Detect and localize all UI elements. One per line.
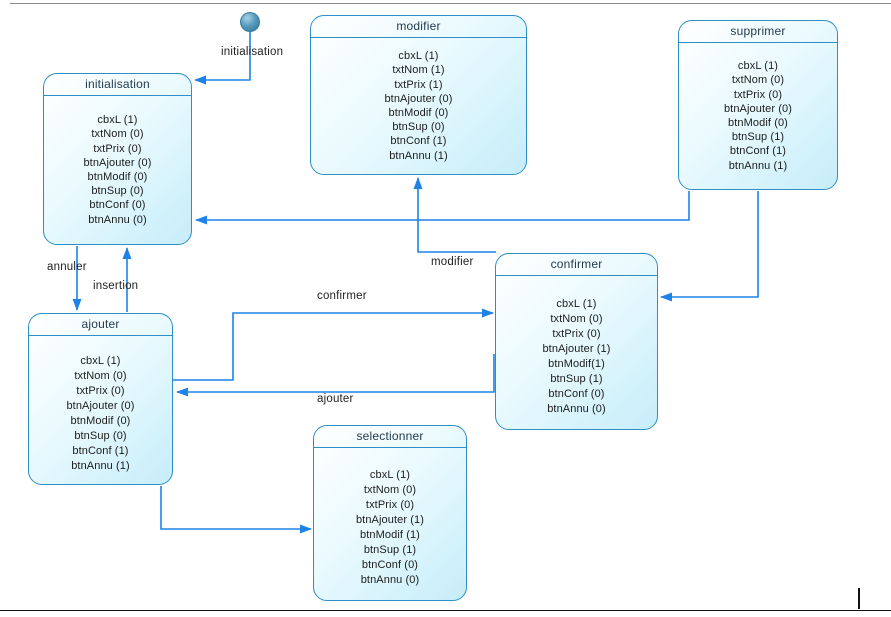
state-title: initialisation xyxy=(44,74,191,96)
attribute-line: btnSup (1) xyxy=(731,131,785,144)
state-selectionner[interactable]: selectionner cbxL (1) txtNom (0) txtPrix… xyxy=(313,425,467,601)
state-attributes: cbxL (1) txtNom (0) txtPrix (0) btnAjout… xyxy=(44,96,191,244)
attribute-line: txtPrix (0) xyxy=(93,142,142,155)
transition-initial-to-initialisation[interactable] xyxy=(194,32,251,85)
attribute-line: btnSup (0) xyxy=(74,430,127,442)
attribute-line: btnAjouter (0) xyxy=(83,156,152,169)
attribute-line: btnAjouter (1) xyxy=(542,342,611,355)
attribute-line: btnAnnu (0) xyxy=(360,574,420,586)
attribute-line: txtNom (0) xyxy=(550,312,603,325)
transition-supprimer-to-confirmer[interactable] xyxy=(660,191,759,302)
transition-supprimer-to-initialisation[interactable] xyxy=(195,191,690,225)
attribute-line: cbxL (1) xyxy=(398,50,439,63)
attribute-line: btnAnnu (0) xyxy=(88,213,147,226)
initial-state-circle[interactable] xyxy=(240,12,260,32)
attribute-line: btnModif(1) xyxy=(548,357,605,370)
state-ajouter[interactable]: ajouter cbxL (1) txtNom (0) txtPrix (0) … xyxy=(28,313,173,485)
attribute-line: btnConf (1) xyxy=(729,145,787,158)
state-confirmer[interactable]: confirmer cbxL (1) txtNom (0) txtPrix (0… xyxy=(495,253,658,430)
attribute-line: txtPrix (0) xyxy=(552,327,601,340)
attribute-line: btnAnnu (0) xyxy=(547,402,606,415)
transition-confirmer-to-modifier[interactable] xyxy=(413,177,496,253)
attribute-line: btnConf (1) xyxy=(72,445,129,457)
attribute-line: btnModif (1) xyxy=(360,529,420,541)
attribute-line: btnAjouter (0) xyxy=(66,400,135,412)
state-modifier[interactable]: modifier cbxL (1) txtNom (1) txtPrix (1)… xyxy=(310,15,527,175)
attribute-line: btnAjouter (1) xyxy=(355,514,425,526)
state-attributes: cbxL (1) txtNom (0) txtPrix (0) btnAjout… xyxy=(314,448,466,600)
attribute-line: btnConf (1) xyxy=(390,135,447,148)
bottom-horizontal-rule xyxy=(0,610,891,611)
attribute-line: cbxL (1) xyxy=(80,355,121,367)
state-title: selectionner xyxy=(314,426,466,448)
state-attributes: cbxL (1) txtNom (1) txtPrix (1) btnAjout… xyxy=(311,38,526,174)
attribute-line: cbxL (1) xyxy=(97,114,138,127)
attribute-line: btnSup (0) xyxy=(91,185,144,198)
transition-ajouter-to-confirmer[interactable] xyxy=(172,308,494,381)
state-title: confirmer xyxy=(496,254,657,276)
state-initialisation[interactable]: initialisation cbxL (1) txtNom (0) txtPr… xyxy=(43,73,192,245)
attribute-line: btnSup (1) xyxy=(363,544,417,556)
transition-label-annuler: annuler xyxy=(47,261,87,273)
attribute-line: cbxL (1) xyxy=(556,297,597,310)
attribute-line: btnConf (0) xyxy=(548,387,605,400)
attribute-line: btnAnnu (1) xyxy=(389,149,448,162)
attribute-line: btnModif (0) xyxy=(388,107,449,119)
attribute-line: cbxL (1) xyxy=(369,469,411,481)
transition-label-insertion: insertion xyxy=(93,280,139,292)
attribute-line: txtNom (0) xyxy=(363,484,417,496)
attribute-line: txtPrix (0) xyxy=(365,499,415,511)
attribute-line: txtNom (0) xyxy=(91,128,144,141)
attribute-line: txtNom (0) xyxy=(731,74,785,87)
transition-ajouter-to-selectionner[interactable] xyxy=(160,486,312,534)
attribute-line: btnConf (0) xyxy=(89,199,146,212)
transition-label-initialisation: initialisation xyxy=(221,46,284,58)
attribute-line: btnModif (0) xyxy=(728,117,788,129)
state-title: supprimer xyxy=(679,21,837,43)
transition-label-modifier: modifier xyxy=(431,256,474,268)
attribute-line: btnAjouter (0) xyxy=(384,92,453,105)
top-horizontal-rule xyxy=(10,3,891,4)
attribute-line: txtNom (1) xyxy=(392,64,445,77)
transition-label-confirmer: confirmer xyxy=(317,290,367,302)
attribute-line: txtPrix (0) xyxy=(76,385,125,397)
transition-confirmer-to-ajouter[interactable] xyxy=(176,354,495,397)
attribute-line: txtPrix (0) xyxy=(733,88,783,101)
state-attributes: cbxL (1) txtNom (0) txtPrix (0) btnAjout… xyxy=(29,336,172,484)
attribute-line: btnConf (0) xyxy=(361,559,419,571)
attribute-line: btnModif (0) xyxy=(70,415,131,427)
state-title: ajouter xyxy=(29,314,172,336)
attribute-line: btnModif (0) xyxy=(87,171,148,183)
attribute-line: txtNom (0) xyxy=(74,370,127,382)
state-supprimer[interactable]: supprimer cbxL (1) txtNom (0) txtPrix (0… xyxy=(678,20,838,190)
state-attributes: cbxL (1) txtNom (0) txtPrix (0) btnAjout… xyxy=(496,276,657,429)
attribute-line: btnSup (1) xyxy=(550,372,603,385)
attribute-line: btnAjouter (0) xyxy=(723,102,793,115)
attribute-line: btnAnnu (1) xyxy=(728,159,788,172)
attribute-line: btnAnnu (1) xyxy=(71,460,130,472)
attribute-line: btnSup (0) xyxy=(392,121,445,134)
text-cursor xyxy=(858,588,860,609)
transition-label-ajouter: ajouter xyxy=(317,393,354,405)
attribute-line: cbxL (1) xyxy=(737,60,779,73)
attribute-line: txtPrix (1) xyxy=(394,78,443,91)
state-attributes: cbxL (1) txtNom (0) txtPrix (0) btnAjout… xyxy=(679,43,837,189)
state-title: modifier xyxy=(311,16,526,38)
